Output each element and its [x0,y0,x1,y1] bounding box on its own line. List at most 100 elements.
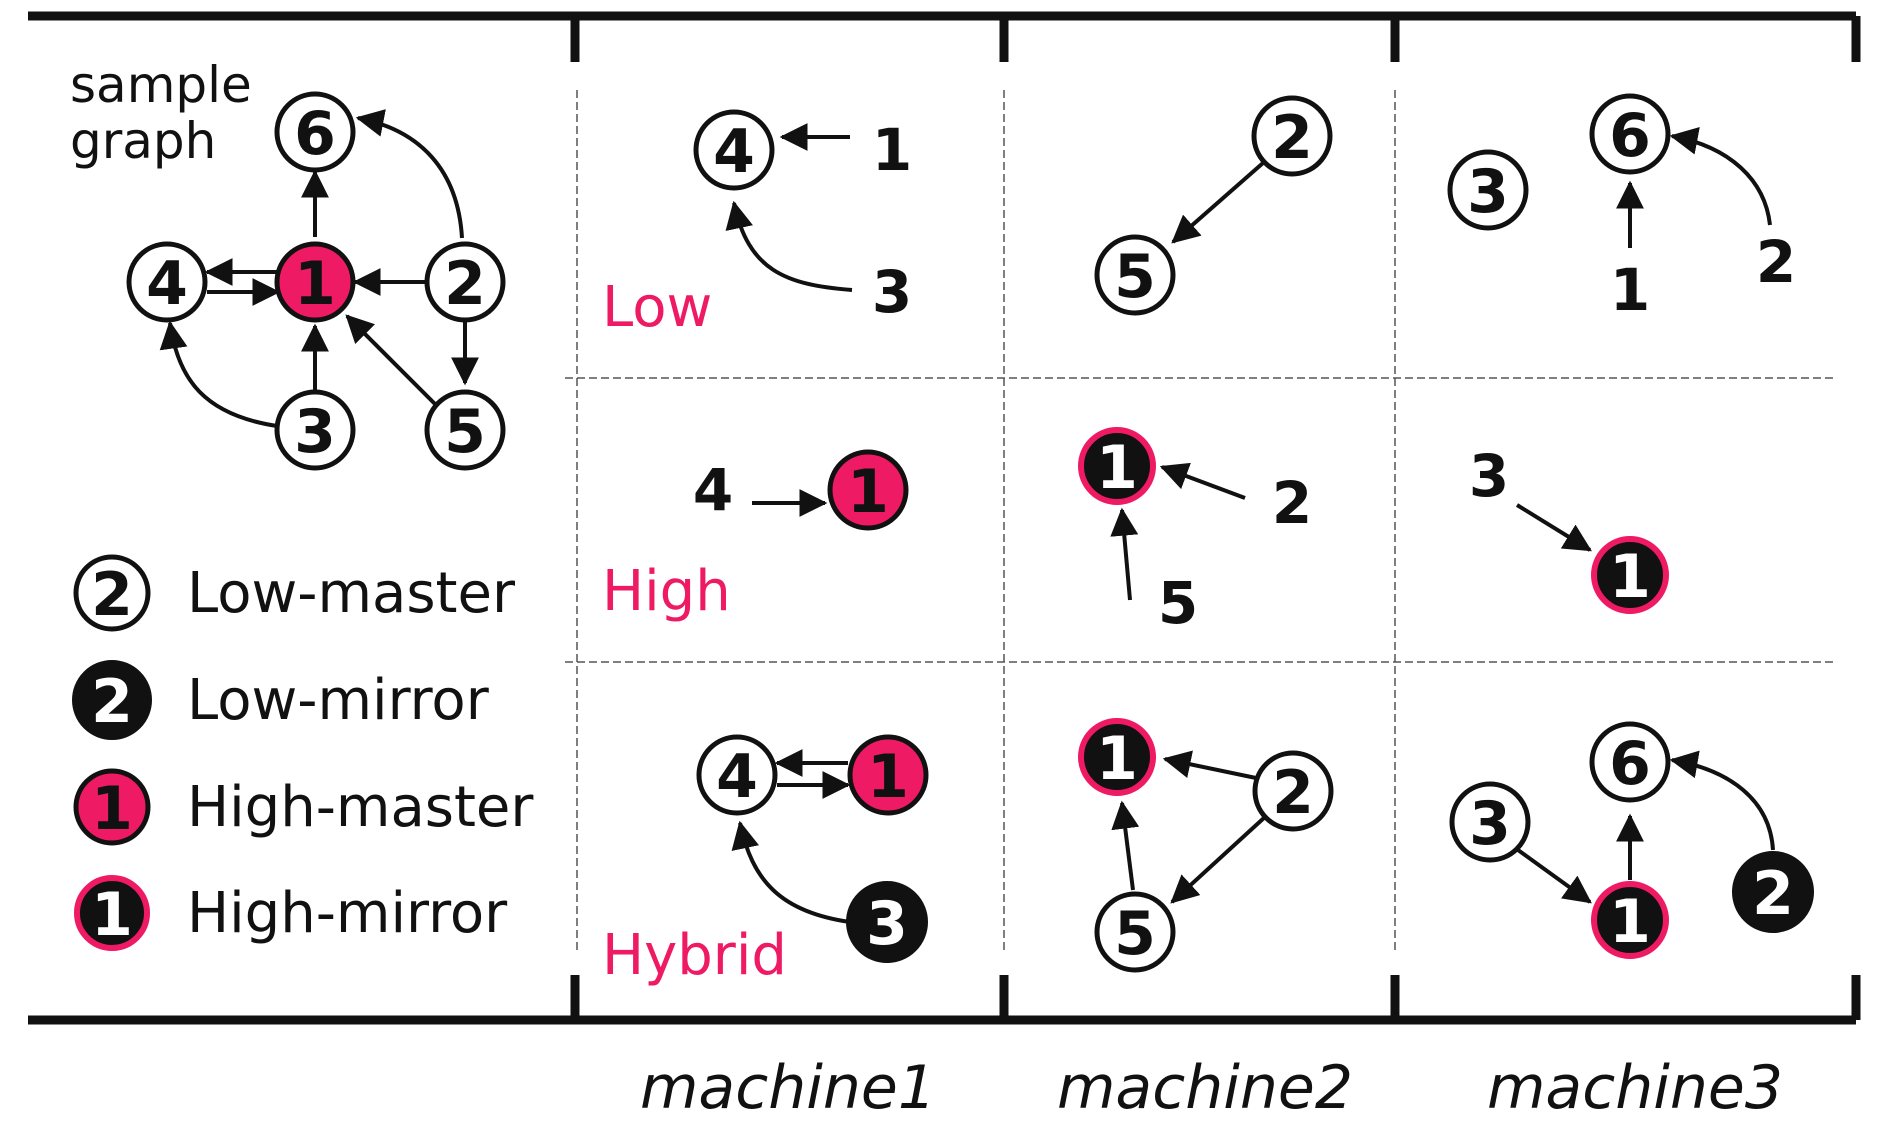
node-3 [846,881,928,963]
machine-label-1: machine1 [640,1053,936,1122]
legend-low-master-label: Low-master [187,561,516,626]
sample-node-5-label: 5 [444,397,486,467]
source-label-5: 5 [1158,569,1198,637]
node-2 [1732,851,1814,933]
sample-graph-nodes: 6 4 1 2 3 5 [126,91,506,471]
machine-label-2: machine2 [1057,1053,1353,1122]
machine-label-3: machine3 [1487,1053,1783,1122]
edge-3-to-4 [725,200,853,292]
legend-low-master-symbol: 2 [91,560,133,630]
cell-high-machine2: 1 2 5 [1078,427,1312,637]
edge-3-to-4 [731,820,851,924]
sample-graph-edges [159,109,479,428]
edge-5-to-1 [345,314,438,407]
edge-2-to-6 [1669,750,1775,851]
sample-node-1-label: 1 [294,249,336,319]
node-2-label: 2 [1752,859,1794,929]
sample-node-6-label: 6 [294,99,336,169]
source-label-2: 2 [1272,469,1312,537]
sample-node-1: 1 [274,241,356,323]
legend-high-mirror-label: High-mirror [187,881,508,946]
node-4-label: 4 [716,742,758,812]
node-5 [1094,234,1176,316]
legend-high-master-symbol: 1 [91,774,133,844]
edge-2-to-5 [1170,815,1267,904]
high-mirror-icon [74,875,150,951]
edge-3-to-1 [1515,503,1592,552]
node-2-label: 2 [1272,758,1314,828]
cell-low-machine1: 4 1 3 [693,109,912,326]
legend-item-high-mirror: 1 High-mirror [74,875,508,951]
legend-low-mirror-symbol: 2 [91,667,133,737]
mode-label-low: Low [602,275,712,340]
node-1 [1078,718,1156,796]
low-master-icon [73,554,151,632]
node-2 [1251,95,1333,177]
cell-hybrid-machine2: 1 2 5 [1078,718,1334,973]
node-6-label: 6 [1609,101,1651,171]
source-label-2: 2 [1756,228,1796,296]
sample-node-4: 4 [126,241,208,323]
sample-node-4-label: 4 [146,249,188,319]
sample-node-5: 5 [424,389,506,471]
edge-3-to-4 [159,320,278,428]
node-5-label: 5 [1114,899,1156,969]
node-5-label: 5 [1114,242,1156,312]
node-6-label: 6 [1609,729,1651,799]
node-1-label: 1 [1096,724,1138,794]
legend-high-master-label: High-master [187,775,534,840]
node-1-label: 1 [867,742,909,812]
source-label-1: 1 [1610,256,1650,324]
node-6 [1589,93,1671,175]
sample-node-2: 2 [424,241,506,323]
low-mirror-icon [72,660,152,740]
edge-3-to-1 [1516,848,1592,904]
node-4-label: 4 [713,117,755,187]
edge-2-to-1 [1159,462,1246,500]
sample-graph-title-line2: graph [70,112,216,170]
node-1 [1591,536,1669,614]
sample-node-3: 3 [274,389,356,471]
node-3-label: 3 [1469,789,1511,859]
mode-label-hybrid: Hybrid [602,923,787,988]
legend-item-low-master: 2 Low-master [73,554,516,632]
node-4 [693,109,775,191]
node-1-label: 1 [847,457,889,527]
cell-high-machine3: 1 3 [1469,442,1669,614]
edge-2-to-6 [355,109,464,239]
edge-5-to-1 [1111,800,1140,891]
node-6 [1589,721,1671,803]
node-1-label: 1 [1096,433,1138,503]
node-3 [1449,781,1531,863]
sample-graph-title-line1: sample [70,56,252,114]
high-master-icon [73,768,151,846]
sample-node-2-label: 2 [444,249,486,319]
source-label-4: 4 [693,456,733,524]
node-3-label: 3 [1467,157,1509,227]
cell-hybrid-machine1: 4 1 3 [696,734,929,963]
node-1-label: 1 [1609,887,1651,957]
node-3 [1447,149,1529,231]
legend: 2 Low-master 2 Low-mirror 1 High-master … [72,554,534,951]
cell-hybrid-machine3: 6 3 1 2 [1449,721,1814,959]
node-1 [847,734,929,816]
source-label-3: 3 [872,258,912,326]
legend-item-low-mirror: 2 Low-mirror [72,660,490,740]
sample-node-3-label: 3 [294,397,336,467]
table-frame [28,11,1861,1025]
node-2 [1252,750,1334,832]
edge-5-to-1 [1110,507,1139,601]
node-1 [1591,881,1669,959]
edge-2-to-5 [1171,161,1265,244]
source-label-3: 3 [1469,442,1509,510]
legend-low-mirror-label: Low-mirror [187,668,490,733]
node-4 [696,734,778,816]
cell-high-machine1: 1 4 [693,449,909,531]
legend-high-mirror-symbol: 1 [91,880,133,950]
cell-low-machine3: 3 6 1 2 [1447,93,1796,324]
node-1-label: 1 [1609,542,1651,612]
node-1 [1078,427,1156,505]
mode-label-high: High [602,559,731,624]
edge-2-to-1 [1162,750,1257,780]
node-5 [1094,891,1176,973]
